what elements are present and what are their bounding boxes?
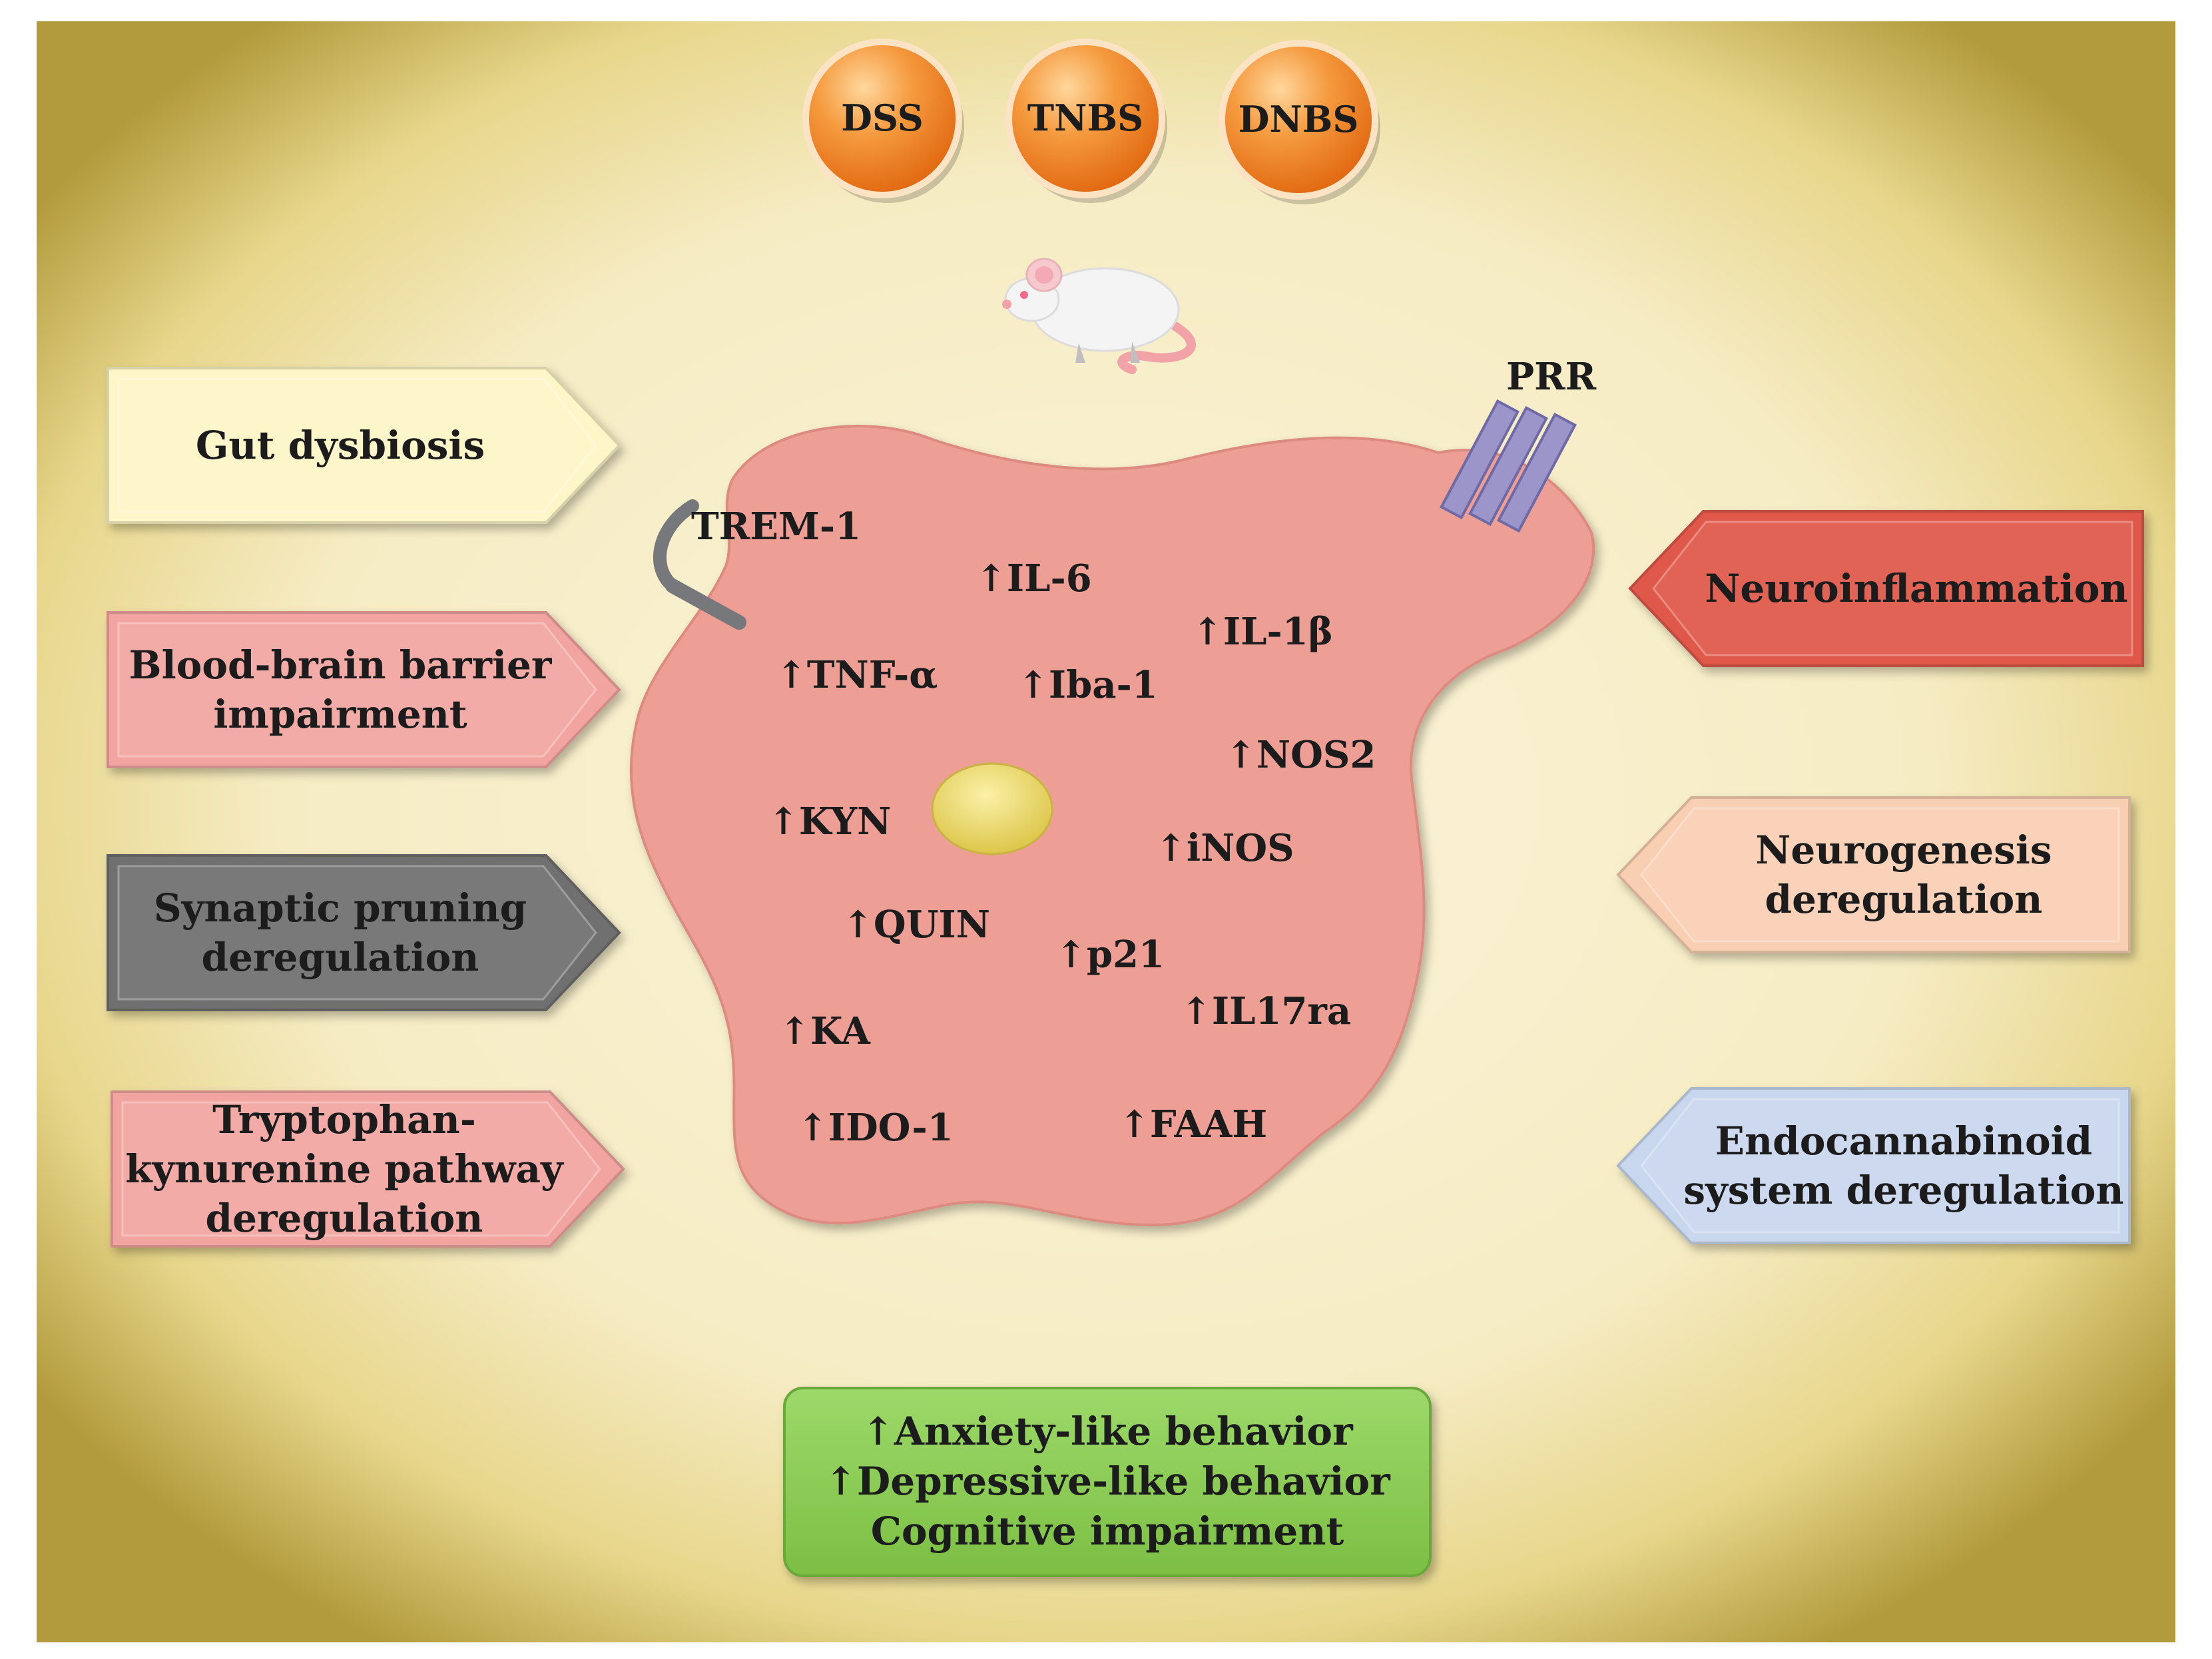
effect-neuroinflammation: Neuroinflammation xyxy=(1628,510,2144,667)
prr-receptor xyxy=(1440,399,1577,533)
inducer-dss: DSS xyxy=(802,39,964,203)
effect-bbb-line-1: impairment xyxy=(213,692,467,737)
trem1-receptor xyxy=(653,499,746,630)
marker-tnfa: ↑TNF-α xyxy=(776,653,938,697)
outcome-line-cognitive: Cognitive impairment xyxy=(871,1509,1344,1554)
marker-nos2: ↑NOS2 xyxy=(1225,733,1376,777)
effect-endocannabinoid-line-1: system deregulation xyxy=(1683,1168,2123,1213)
right-effect-arrows: NeuroinflammationNeurogenesisderegulatio… xyxy=(1616,510,2144,1244)
effect-bbb-line-0: Blood-brain barrier xyxy=(129,642,553,688)
effect-endocannabinoid-line-0: Endocannabinoid xyxy=(1715,1118,2092,1164)
outcome-line-anxiety: ↑Anxiety-like behavior xyxy=(862,1409,1354,1454)
effect-tryptophan-line-2: deregulation xyxy=(206,1196,483,1241)
marker-il1b: ↑IL-1β xyxy=(1192,610,1333,654)
inducer-tnbs-label: TNBS xyxy=(1027,97,1143,139)
effect-tryptophan: Tryptophan-kynurenine pathwayderegulatio… xyxy=(111,1090,625,1248)
effect-neuroinflammation-line-0: Neuroinflammation xyxy=(1705,566,2127,611)
marker-kyn: ↑KYN xyxy=(768,800,891,843)
effect-synaptic-line-1: deregulation xyxy=(202,935,479,980)
effect-tryptophan-line-1: kynurenine pathway xyxy=(125,1146,565,1192)
effect-synaptic-line-0: Synaptic pruning xyxy=(154,885,527,931)
effect-neurogenesis-line-1: deregulation xyxy=(1765,877,2043,922)
inducer-dnbs-label: DNBS xyxy=(1239,98,1359,140)
inducer-tnbs: TNBS xyxy=(1005,39,1167,203)
marker-il17ra: ↑IL17ra xyxy=(1181,989,1351,1033)
cell-nucleus xyxy=(931,762,1053,855)
mouse-icon xyxy=(1002,258,1196,374)
cell-markers: ↑IL-6 ↑IL-1β ↑TNF-α ↑Iba-1 ↑NOS2 ↑KYN ↑i… xyxy=(768,557,1376,1150)
inducer-dnbs: DNBS xyxy=(1219,40,1380,204)
marker-quin: ↑QUIN xyxy=(842,903,990,947)
marker-inos: ↑iNOS xyxy=(1155,826,1294,870)
effect-gut: Gut dysbiosis xyxy=(107,367,621,524)
inducer-dss-label: DSS xyxy=(841,97,924,139)
microglia-cell xyxy=(629,425,1595,1227)
effect-tryptophan-line-0: Tryptophan- xyxy=(212,1097,476,1142)
marker-iba1: ↑Iba-1 xyxy=(1017,663,1158,707)
outcome-line-depressive: ↑Depressive-like behavior xyxy=(824,1459,1391,1504)
trem1-label: TREM-1 xyxy=(691,505,861,549)
effect-neurogenesis-line-0: Neurogenesis xyxy=(1755,828,2052,873)
marker-faah: ↑FAAH xyxy=(1119,1102,1267,1146)
marker-ka: ↑KA xyxy=(779,1009,871,1053)
marker-ido1: ↑IDO-1 xyxy=(797,1106,954,1150)
marker-p21: ↑p21 xyxy=(1055,933,1165,977)
marker-il6: ↑IL-6 xyxy=(975,557,1092,600)
prr-label: PRR xyxy=(1506,355,1597,399)
behavioral-outcome-box: ↑Anxiety-like behavior ↑Depressive-like … xyxy=(783,1387,1432,1577)
effect-gut-line-0: Gut dysbiosis xyxy=(196,423,485,468)
inducing-agents: DSS TNBS DNBS xyxy=(802,39,1380,204)
